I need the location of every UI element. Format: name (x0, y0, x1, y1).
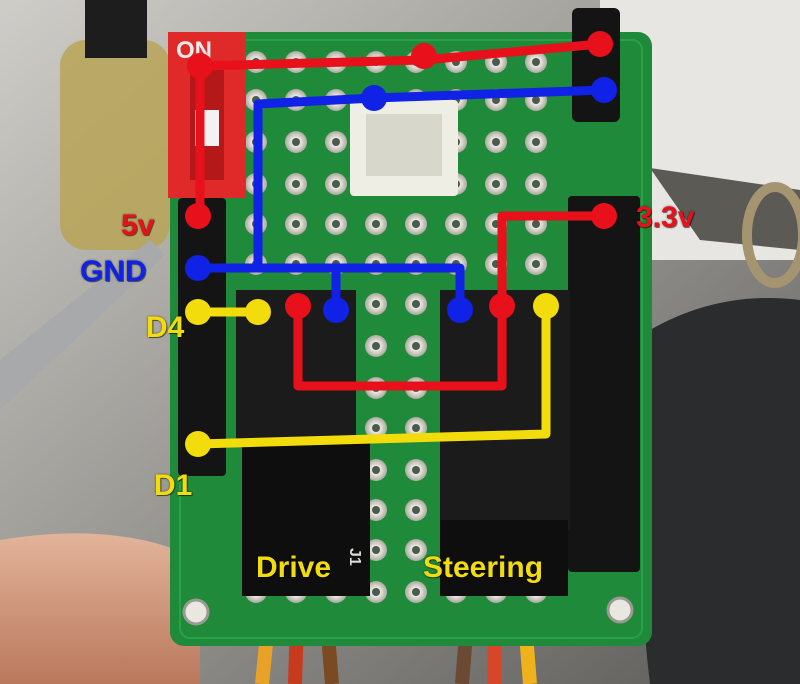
pad-hole (412, 506, 420, 514)
wire-junction-dot (411, 43, 437, 69)
wire-junction-dot (361, 85, 387, 111)
wire-junction-dot (285, 293, 311, 319)
wire-junction-dot (447, 297, 473, 323)
pad-hole (372, 506, 380, 514)
soldering-stand (640, 298, 800, 684)
power-wire (497, 211, 609, 311)
pad-hole (492, 138, 500, 146)
top-right-header (572, 8, 620, 122)
label-3v3: 3.3v (636, 201, 695, 234)
label-d4: D4 (146, 311, 185, 344)
pad-hole (332, 180, 340, 188)
finger (0, 533, 200, 684)
pad-hole (532, 220, 540, 228)
wire-junction-dot (185, 255, 211, 281)
pad-hole (292, 180, 300, 188)
pad-hole (372, 466, 380, 474)
pad-hole (412, 466, 420, 474)
bottle-cap (85, 0, 147, 58)
pad-hole (372, 588, 380, 596)
pad-hole (372, 220, 380, 228)
pad-hole (332, 220, 340, 228)
steering-servo-header (440, 520, 568, 596)
wiring-overlay (185, 31, 617, 457)
wire-junction-dot (587, 31, 613, 57)
pad-hole (372, 546, 380, 554)
wire-junction-dot (591, 77, 617, 103)
wire-junction-dot (185, 431, 211, 457)
pad-hole (372, 342, 380, 350)
stand-coil (742, 182, 800, 288)
pad-hole (292, 220, 300, 228)
wire-junction-dot (185, 299, 211, 325)
pad-hole (412, 342, 420, 350)
label-steering: Steering (423, 551, 544, 584)
wire-junction-dot (323, 297, 349, 323)
pad-hole (412, 424, 420, 432)
label-drive: Drive (256, 551, 332, 584)
pad-hole (492, 58, 500, 66)
wire-junction-dot (185, 203, 211, 229)
drive-servo-header (242, 440, 370, 596)
label-gnd: GND (80, 255, 147, 288)
mounting-hole (182, 598, 210, 626)
pad-hole (372, 424, 380, 432)
pad-hole (412, 588, 420, 596)
wire-junction-dot (591, 203, 617, 229)
pad-hole (332, 138, 340, 146)
ground-wire (369, 85, 609, 103)
power-wire (293, 301, 507, 391)
pad-hole (532, 96, 540, 104)
label-d1: D1 (154, 469, 193, 502)
pad-hole (412, 300, 420, 308)
pad-hole (492, 180, 500, 188)
label-5v: 5v (121, 209, 155, 242)
pad-hole (532, 138, 540, 146)
ground-wire (253, 93, 379, 273)
mounting-hole (606, 596, 634, 624)
wire-junction-dot (533, 293, 559, 319)
wire-junction-dot (187, 53, 213, 79)
pad-hole (452, 220, 460, 228)
ground-wire (193, 263, 465, 315)
pad-hole (532, 260, 540, 268)
wire-junction-dot (489, 293, 515, 319)
pad-hole (372, 300, 380, 308)
tweezers (0, 240, 165, 410)
pad-hole (532, 58, 540, 66)
silkscreen-j1: J1 (346, 548, 363, 566)
pad-hole (292, 138, 300, 146)
pad-hole (412, 546, 420, 554)
flux-bottle (60, 40, 170, 250)
pad-hole (532, 180, 540, 188)
right-header (568, 196, 640, 572)
pad-hole (412, 220, 420, 228)
jst-connector-inner (366, 114, 442, 176)
signal-wire (193, 301, 551, 449)
wire-junction-dot (245, 299, 271, 325)
